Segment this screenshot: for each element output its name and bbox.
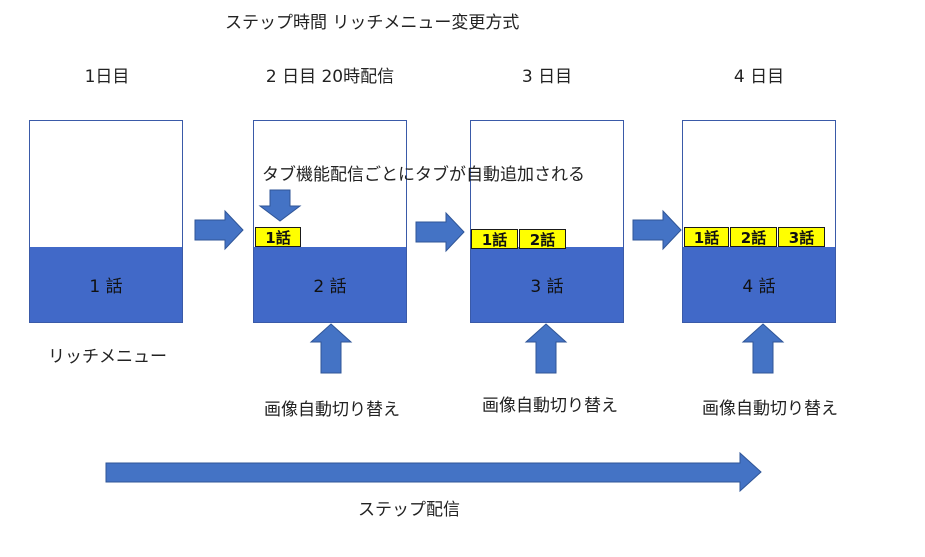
screen-day-1: 1 話 bbox=[29, 120, 183, 323]
screen-day-2: 2 話 bbox=[253, 120, 407, 323]
rich-menu-label: 2 話 bbox=[313, 277, 347, 297]
rich-menu-day-4: 4 話 bbox=[683, 247, 835, 322]
tab-day3-2: 2話 bbox=[519, 229, 566, 249]
tab-note: タブ機能配信ごとにタブが自動追加される bbox=[262, 165, 585, 185]
tab-day4-3: 3話 bbox=[778, 227, 825, 247]
rich-menu-label: 4 話 bbox=[742, 277, 776, 297]
down-arrow-icon bbox=[258, 189, 302, 222]
tab-day3-1: 1話 bbox=[471, 229, 518, 249]
rich-menu-day-2: 2 話 bbox=[254, 247, 406, 322]
rich-menu-label: 3 話 bbox=[530, 277, 564, 297]
auto-switch-label-2: 画像自動切り替え bbox=[482, 396, 618, 416]
tab-day2-1: 1話 bbox=[255, 227, 301, 247]
tab-day4-2: 2話 bbox=[730, 227, 777, 247]
rich-menu-day-1: 1 話 bbox=[30, 247, 182, 322]
up-arrow-icon bbox=[741, 323, 785, 374]
tab-day4-1: 1話 bbox=[684, 227, 729, 247]
rich-menu-label: 1 話 bbox=[89, 277, 123, 297]
day-label-4: 4 日目 bbox=[733, 67, 785, 87]
auto-switch-label-3: 画像自動切り替え bbox=[702, 399, 838, 419]
screen-day-4: 4 話 bbox=[682, 120, 836, 323]
step-label: ステップ配信 bbox=[358, 500, 460, 520]
up-arrow-icon bbox=[309, 323, 353, 374]
diagram-title: ステップ時間 リッチメニュー変更方式 bbox=[225, 13, 520, 33]
right-arrow-icon bbox=[415, 211, 465, 253]
right-arrow-icon bbox=[194, 209, 244, 251]
screen-day-3: 3 話 bbox=[470, 120, 624, 323]
right-arrow-icon bbox=[632, 209, 682, 251]
rich-menu-day-3: 3 話 bbox=[471, 247, 623, 322]
auto-switch-label-1: 画像自動切り替え bbox=[264, 400, 400, 420]
richmenu-label: リッチメニュー bbox=[48, 347, 167, 367]
up-arrow-icon bbox=[524, 323, 568, 374]
day-label-2: 2 日目 20時配信 bbox=[265, 67, 395, 87]
day-label-3: 3 日目 bbox=[521, 67, 573, 87]
step-timeline-arrow-icon bbox=[105, 451, 762, 493]
day-label-1: 1日目 bbox=[84, 67, 130, 87]
